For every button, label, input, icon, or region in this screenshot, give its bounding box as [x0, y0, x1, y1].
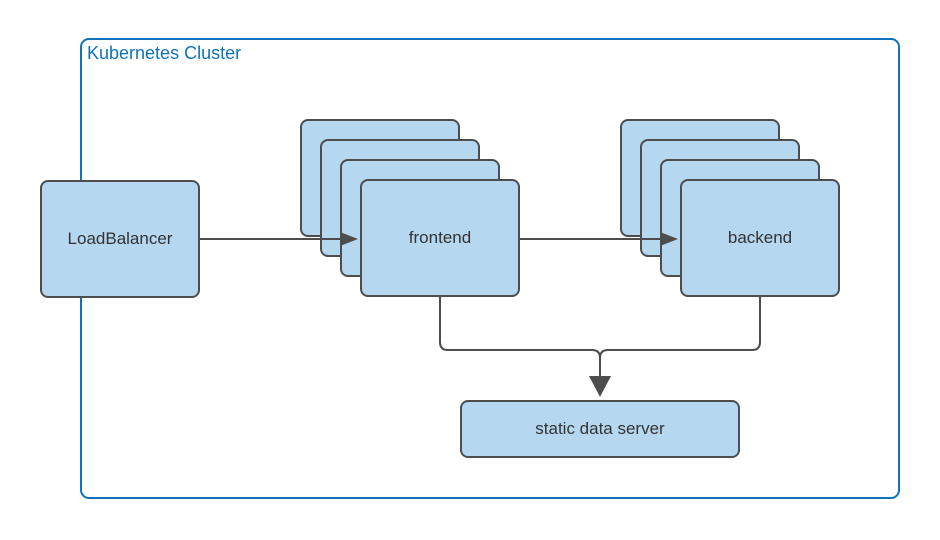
node-frontend[interactable]: frontend	[360, 179, 520, 297]
cluster-label: Kubernetes Cluster	[87, 43, 242, 63]
loadbalancer-label: LoadBalancer	[67, 229, 173, 248]
backend-label: backend	[727, 228, 793, 247]
frontend-label: frontend	[408, 228, 472, 247]
node-static-data-server[interactable]: static data server	[460, 400, 740, 458]
static-data-server-label: static data server	[535, 419, 665, 438]
node-loadbalancer[interactable]: LoadBalancer	[40, 180, 200, 298]
node-backend[interactable]: backend	[680, 179, 840, 297]
